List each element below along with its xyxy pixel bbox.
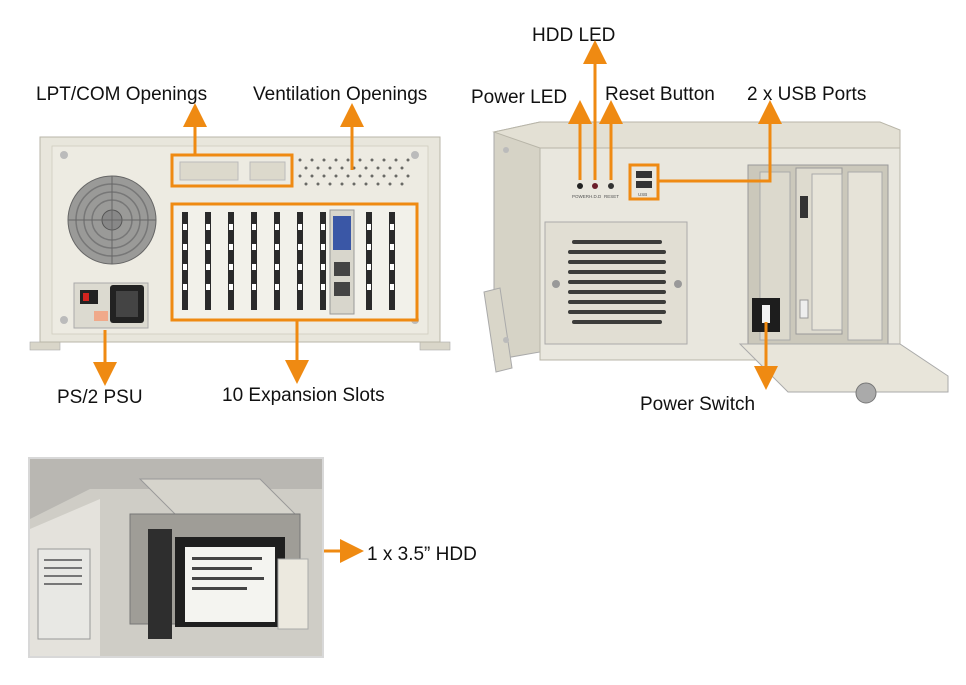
front-leds — [577, 183, 614, 189]
led-power-caption: POWER — [572, 194, 590, 199]
psu-fan — [67, 175, 157, 265]
label-reset-button: Reset Button — [605, 84, 715, 105]
label-power-led: Power LED — [471, 87, 568, 108]
label-ps2-psu: PS/2 PSU — [57, 387, 143, 408]
hdd-led-icon — [592, 183, 598, 189]
label-power-switch: Power Switch — [640, 394, 756, 415]
reset-button-icon — [608, 183, 614, 189]
screw-icon — [60, 151, 68, 159]
power-led-icon — [577, 183, 583, 189]
label-expansion-slots: 10 Expansion Slots — [222, 385, 385, 406]
hdd-illustration — [30, 459, 322, 656]
label-usb-ports: 2 x USB Ports — [747, 84, 867, 105]
screw-icon — [60, 316, 68, 324]
front-vent-panel — [544, 221, 688, 345]
door-lock-icon — [855, 382, 877, 404]
usb-caption: USB — [638, 192, 647, 197]
led-reset-caption: RESET — [604, 194, 619, 199]
label-hdd: 1 x 3.5” HDD — [367, 544, 477, 565]
screw-icon — [411, 151, 419, 159]
label-lpt-com-openings: LPT/COM Openings — [36, 84, 208, 105]
drive-bay-area — [747, 164, 889, 346]
lpt-com-openings — [170, 153, 294, 188]
psu-power-inlet — [73, 282, 149, 329]
front-door — [738, 343, 949, 393]
arrow-usb-ports — [658, 100, 782, 183]
hdd-photo — [28, 457, 324, 658]
led-hdd-caption: H.D.D — [589, 194, 602, 199]
expansion-slots — [170, 202, 419, 322]
ventilation-holes — [298, 158, 410, 186]
label-ventilation-openings: Ventilation Openings — [253, 84, 428, 105]
